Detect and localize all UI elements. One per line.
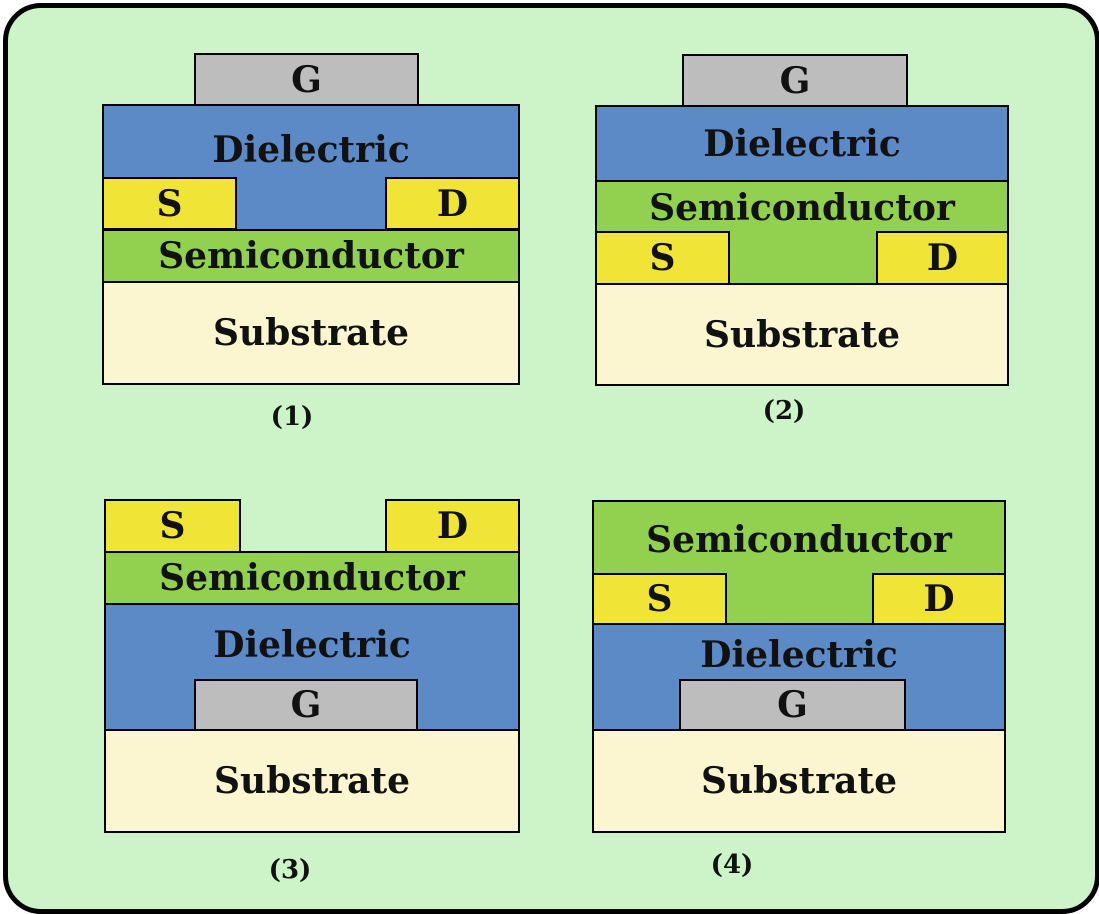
dielectric-label: Dielectric: [703, 122, 901, 165]
drain-contact: D: [385, 177, 520, 230]
structure-caption: (1): [270, 402, 314, 432]
gate-label: G: [290, 684, 322, 726]
source-contact: S: [595, 231, 730, 285]
source-contact: S: [592, 573, 727, 625]
semiconductor-label: Semiconductor: [158, 235, 464, 277]
substrate-layer: Substrate: [592, 729, 1006, 833]
dielectric-label: Dielectric: [212, 129, 410, 171]
gate-label: G: [779, 59, 811, 102]
drain-contact: D: [385, 499, 520, 553]
source-label: S: [159, 505, 186, 547]
substrate-layer: Substrate: [595, 283, 1009, 386]
drain-contact: D: [872, 573, 1006, 625]
source-label: S: [649, 237, 676, 279]
gate-electrode: G: [194, 679, 418, 731]
drain-label: D: [923, 578, 955, 620]
gate-electrode: G: [679, 679, 906, 731]
structure-caption: (3): [268, 855, 312, 885]
semiconductor-label: Semiconductor: [159, 557, 465, 599]
substrate-layer: Substrate: [102, 281, 520, 385]
source-contact: S: [104, 499, 241, 553]
source-contact: S: [102, 177, 237, 230]
semiconductor-layer: Semiconductor: [104, 551, 520, 605]
semiconductor-layer: Semiconductor: [102, 229, 520, 283]
substrate-label: Substrate: [703, 313, 901, 356]
semiconductor-label: Semiconductor: [649, 187, 955, 229]
substrate-label: Substrate: [213, 760, 411, 802]
gate-label: G: [291, 58, 322, 101]
gate-label: G: [777, 684, 808, 726]
drain-label: D: [436, 505, 469, 547]
substrate-layer: Substrate: [104, 729, 520, 833]
drain-label: D: [926, 237, 959, 279]
substrate-label: Substrate: [212, 312, 410, 354]
drain-contact: D: [876, 231, 1009, 285]
structure-caption: (2): [762, 396, 806, 426]
source-label: S: [156, 182, 183, 225]
gate-electrode: G: [682, 54, 908, 107]
drain-label: D: [436, 182, 469, 225]
substrate-label: Substrate: [700, 760, 898, 802]
dielectric-label: Dielectric: [213, 624, 411, 666]
semiconductor-label: Semiconductor: [646, 519, 952, 561]
dielectric-label: Dielectric: [700, 634, 898, 676]
structure-caption: (4): [710, 850, 754, 880]
gate-electrode: G: [194, 53, 419, 106]
source-label: S: [646, 578, 673, 620]
dielectric-layer: Dielectric: [595, 105, 1009, 182]
